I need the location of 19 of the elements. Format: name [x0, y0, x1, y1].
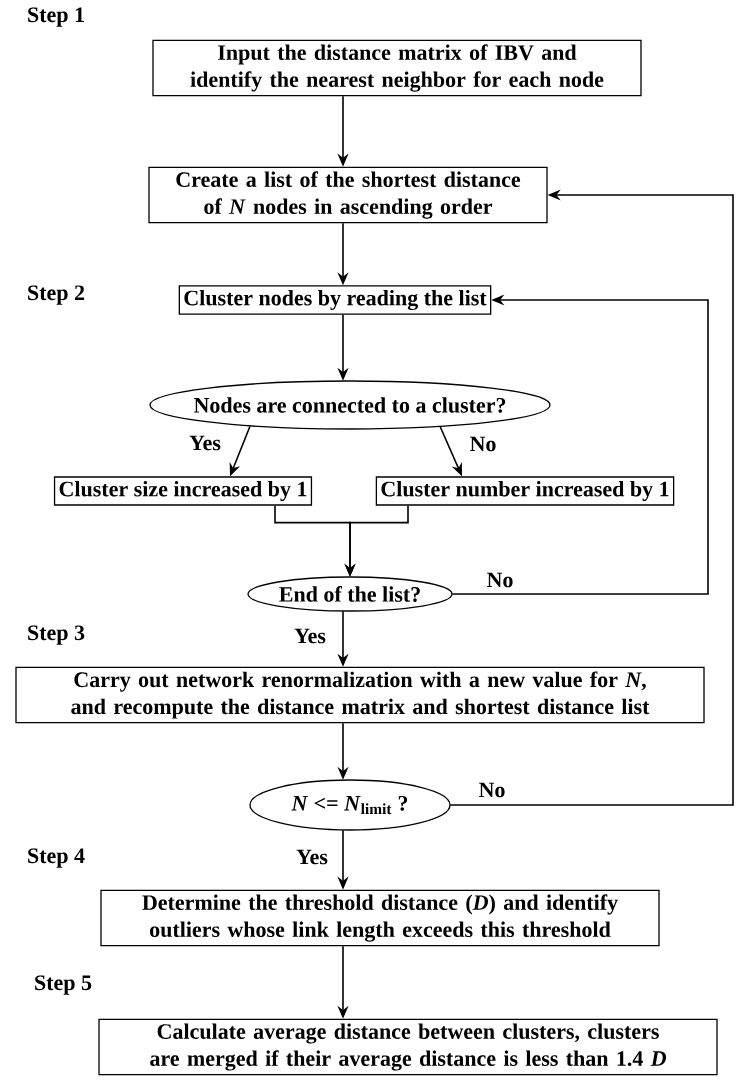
step-label: Step 4 — [28, 848, 85, 868]
edge-label: Yes — [293, 627, 327, 645]
edge-label: No — [468, 435, 498, 453]
process-box: Input the distance matrix of IBV and identify the nearest neighbor for each node — [152, 39, 642, 97]
process-box: Cluster size increased by 1 — [53, 476, 313, 506]
edge-label: Yes — [295, 848, 329, 866]
process-box: Determine the threshold distance (D) and identify outliers whose link length exceeds this threshold — [100, 889, 660, 947]
process-box: Cluster number increased by 1 — [375, 476, 675, 506]
process-box: Cluster nodes by reading the list — [178, 285, 492, 315]
step-label: Step 2 — [28, 285, 85, 305]
step-label: Step 3 — [28, 625, 85, 645]
process-box: Calculate average distance between clusters, clusters are merged if their average distance is less than 1.4 D — [98, 1018, 718, 1076]
edge-label: No — [485, 571, 515, 589]
process-box: Carry out network renormalization with a new value for N, and recompute the distance matrix and shortest distance list — [15, 666, 705, 724]
process-box: Create a list of the shortest distance of N nodes in ascending order — [148, 166, 548, 224]
step-label: Step 1 — [28, 7, 84, 27]
step-label: Step 5 — [35, 975, 92, 995]
edge-label: Yes — [188, 434, 222, 452]
edge-label: No — [477, 781, 507, 799]
